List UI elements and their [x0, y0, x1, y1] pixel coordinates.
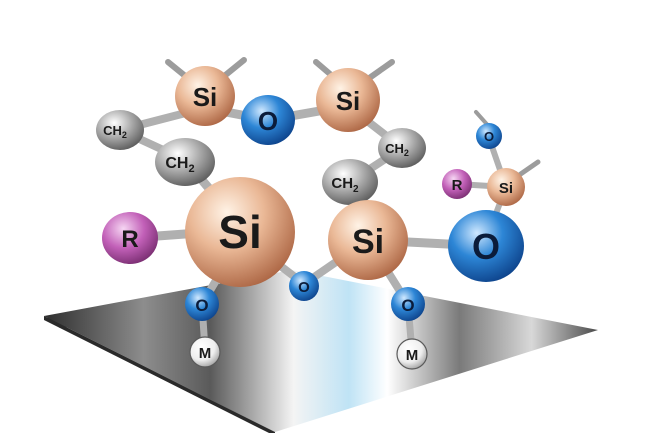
carbon-atom	[155, 138, 215, 186]
substrate-surface-front-edge	[44, 316, 275, 433]
atom-label: O	[258, 106, 278, 136]
oxygen-atom-small	[391, 287, 425, 321]
atom-label: M	[199, 345, 212, 362]
oxygen-atom-large	[448, 210, 524, 282]
atom-label: R	[452, 177, 463, 194]
silicon-atom-large	[185, 177, 295, 287]
atom-label: O	[195, 296, 208, 315]
substrate-surface	[44, 270, 598, 432]
atom-label: O	[484, 129, 494, 144]
oxygen-atom-small	[185, 287, 219, 321]
carbon-atom	[96, 110, 144, 150]
atom-label: CH2	[165, 155, 194, 175]
atom-label: Si	[218, 206, 261, 258]
atom-label: Si	[336, 86, 361, 116]
oxygen-atom	[241, 95, 295, 145]
carbon-atom	[322, 159, 378, 205]
atom-label: Si	[352, 223, 384, 261]
atom-label: R	[121, 226, 138, 253]
atom-label: CH2	[103, 123, 127, 140]
atom-label: CH2	[331, 175, 359, 195]
metal-atom	[396, 338, 428, 370]
silicon-atom	[175, 66, 235, 126]
atom-label: CH2	[385, 141, 409, 158]
atom-label: M	[406, 347, 419, 364]
silicon-atom	[316, 68, 380, 132]
atom-label: O	[401, 296, 414, 315]
atom-label: Si	[193, 82, 218, 112]
r-group-atom-small	[442, 169, 472, 199]
oxygen-atom-small	[476, 123, 502, 149]
atom-label: O	[298, 279, 310, 296]
metal-atom	[189, 336, 221, 368]
atom-label: O	[472, 226, 500, 267]
silicon-atom	[328, 200, 408, 280]
silicon-atom-small	[487, 168, 525, 206]
r-group-atom	[102, 212, 158, 264]
carbon-atom	[378, 128, 426, 168]
oxygen-atom-small	[289, 271, 319, 301]
atom-label: Si	[499, 180, 513, 197]
